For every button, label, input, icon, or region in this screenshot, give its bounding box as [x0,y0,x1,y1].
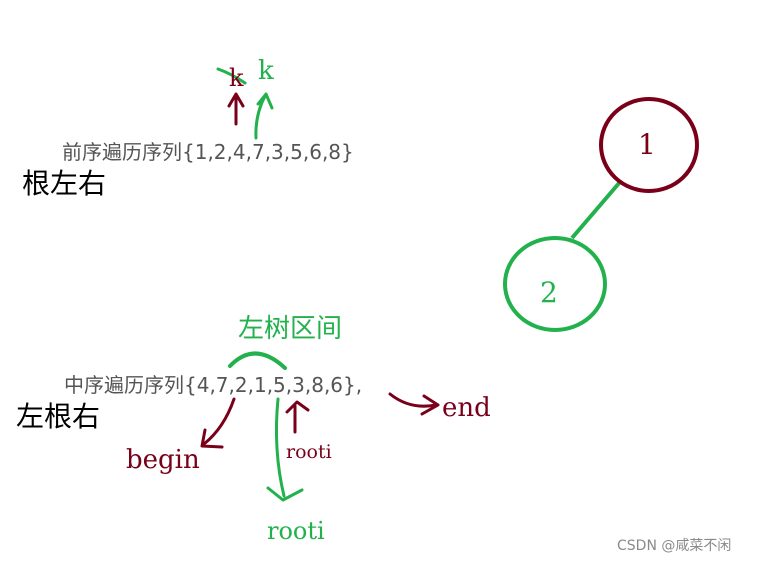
tree-edge [570,180,622,240]
k-label-green: k [258,56,274,86]
end-label: end [442,393,491,423]
preorder-rule: 根左右 [22,167,107,200]
rooti-red-label: rooti [286,441,332,463]
rooti-green-arrow [266,397,304,502]
watermark: CSDN @咸菜不闲 [617,538,732,554]
rooti-green-label: rooti [267,517,325,545]
tree-node-root [599,97,699,193]
begin-arrow [200,397,236,449]
end-arrow [388,392,440,416]
red-up-arrow [227,92,245,126]
green-up-arrow [254,92,274,140]
rooti-red-arrow [285,400,310,434]
tree-node-root-label: 1 [638,128,656,161]
inorder-sequence: 中序遍历序列{4,7,2,1,5,3,8,6}, [64,373,363,397]
begin-label: begin [126,445,200,475]
inorder-rule: 左根右 [16,400,101,433]
tree-node-left-label: 2 [540,276,558,309]
strike-mark [216,67,247,85]
left-subtree-label: 左树区间 [238,314,343,344]
tree-node-left [503,236,607,332]
k-label-red: k [229,64,244,92]
left-subtree-brace [228,351,287,370]
preorder-sequence: 前序遍历序列{1,2,4,7,3,5,6,8} [62,140,354,164]
